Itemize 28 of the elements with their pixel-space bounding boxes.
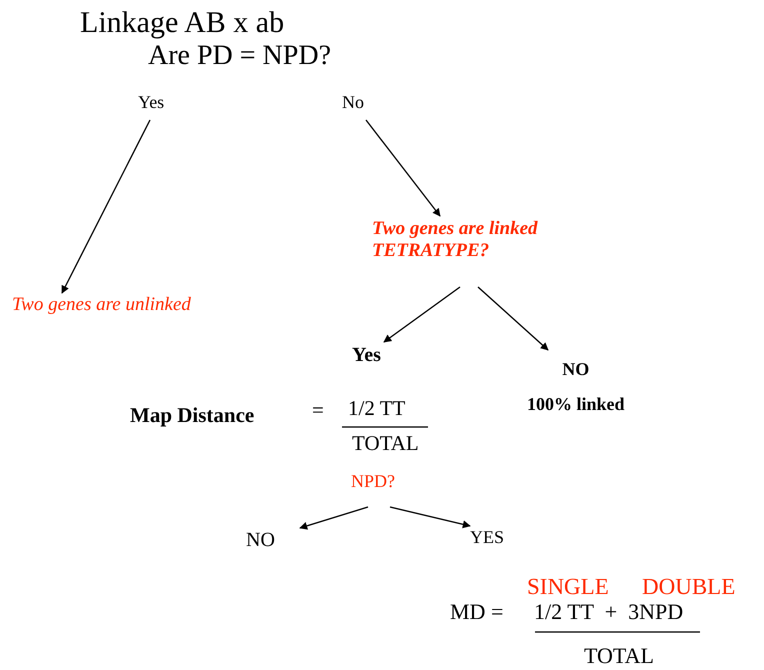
formula-label: Map Distance <box>130 403 254 428</box>
node-text: NPD? <box>351 471 395 492</box>
numerator: 1/2 TT + 3NPD <box>534 599 684 624</box>
node-text: Two genes are linked <box>372 218 538 240</box>
denominator: TOTAL <box>584 643 654 668</box>
equals-sign: = <box>312 398 324 422</box>
arrow <box>61 120 151 294</box>
arrow <box>383 286 460 343</box>
arrow <box>390 506 471 528</box>
node-text: Yes <box>352 344 381 367</box>
node-text: No <box>342 92 364 113</box>
title: Linkage AB x ab <box>80 6 284 40</box>
numerator: 1/2 TT <box>348 396 406 420</box>
annotation: SINGLE <box>527 574 609 600</box>
arrow <box>478 286 549 351</box>
arrow <box>365 120 441 217</box>
node-text: YES <box>470 527 504 548</box>
question-text: Are PD = NPD? <box>148 40 331 72</box>
node-text: Two genes are unlinked <box>12 294 191 316</box>
node-text: NO <box>246 529 275 552</box>
node-text: TETRATYPE? <box>372 240 490 262</box>
denominator: TOTAL <box>352 431 419 456</box>
node-text: 100% linked <box>527 393 625 416</box>
node-text: NO <box>561 358 590 381</box>
annotation: DOUBLE <box>642 574 736 600</box>
node-text: Yes <box>138 92 164 113</box>
arrow <box>299 506 368 530</box>
formula-label: MD = <box>450 599 504 624</box>
